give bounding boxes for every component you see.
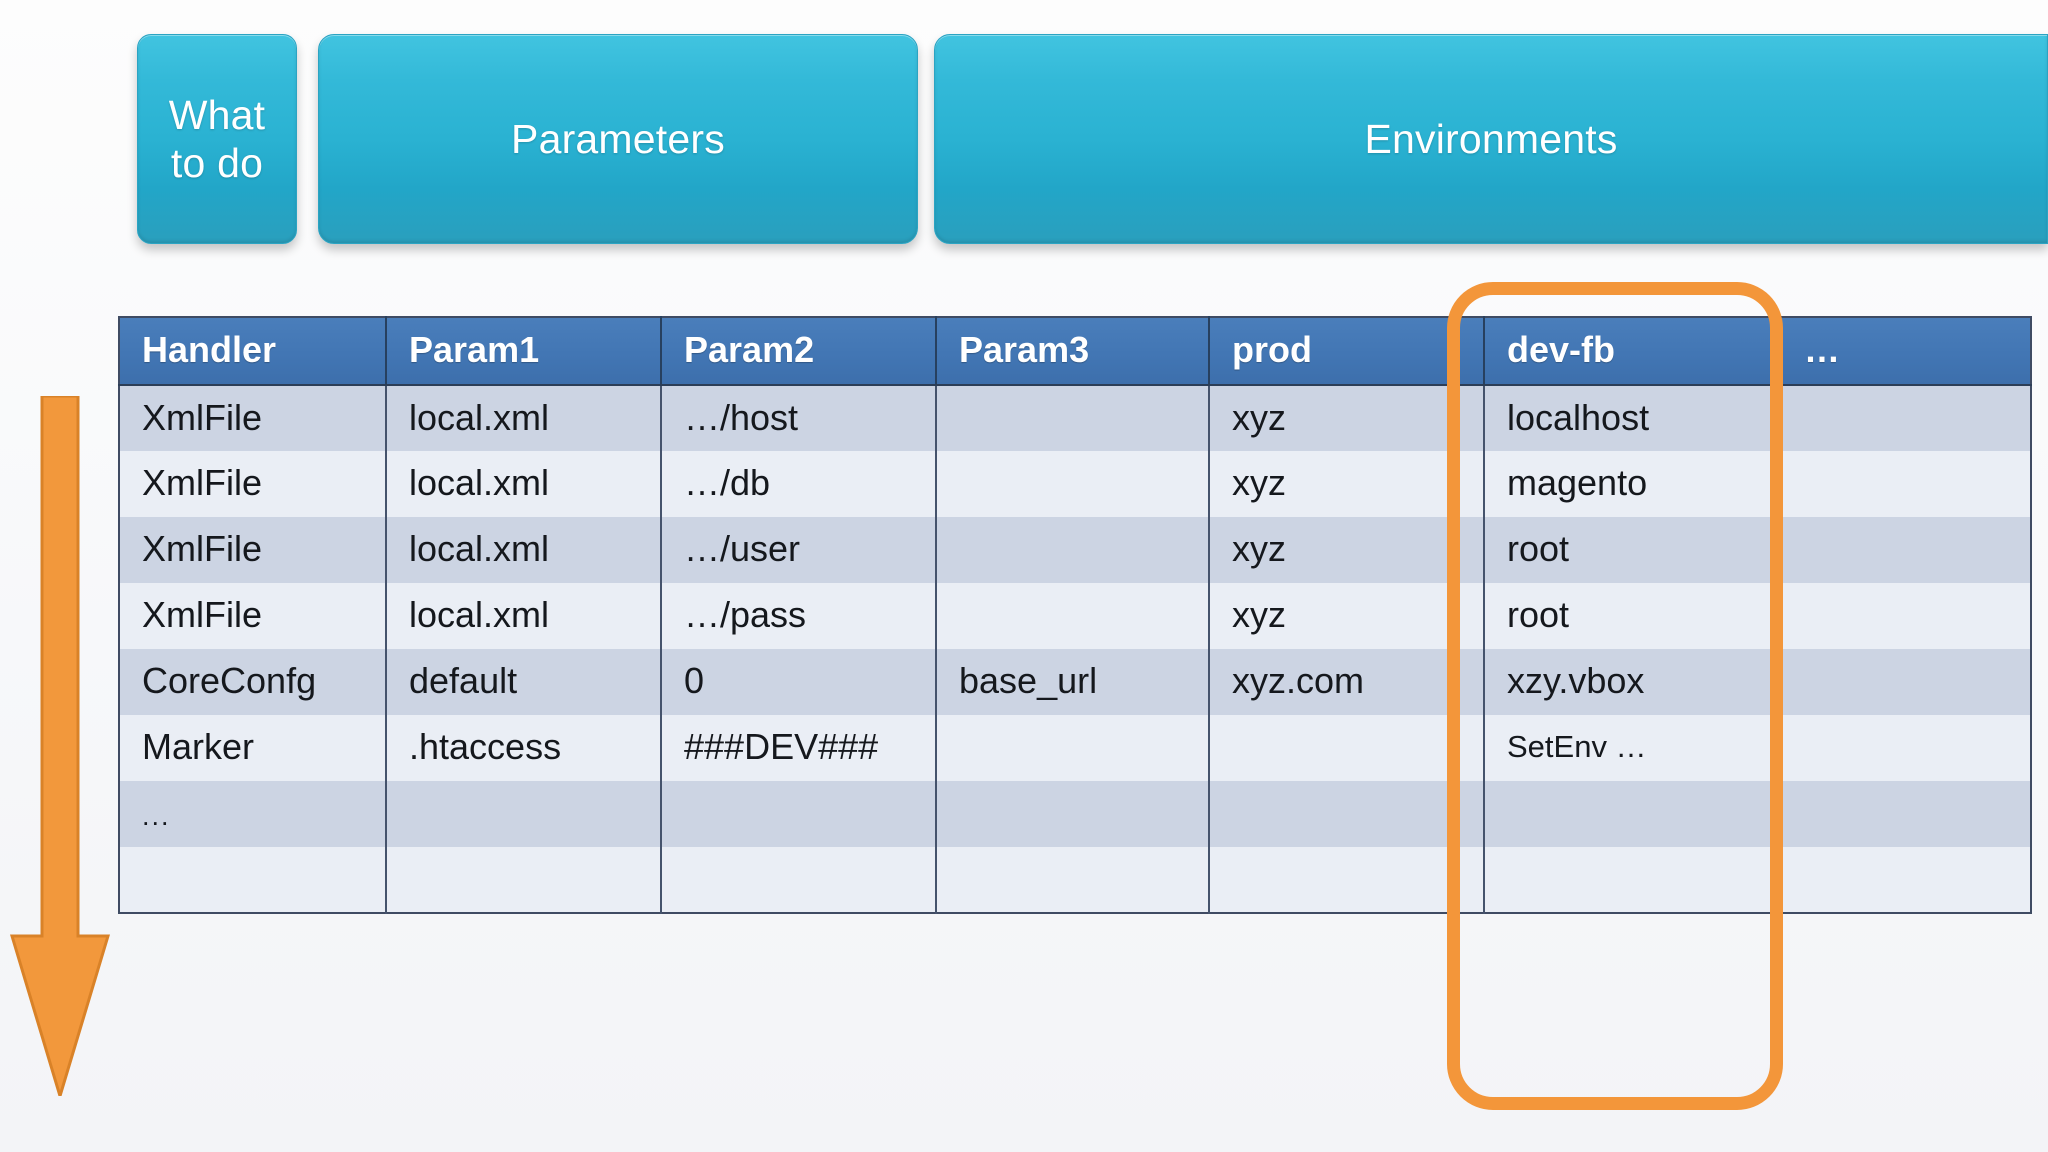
cell-param1[interactable]: .htaccess	[386, 715, 662, 781]
ribbon-button-environments-label: Environments	[1364, 115, 1618, 162]
ribbon-button-what-to-do-line2: to do	[170, 140, 264, 186]
cell-param1[interactable]: default	[386, 649, 662, 715]
cell-more[interactable]	[1781, 385, 2031, 451]
cell-more[interactable]	[1781, 517, 2031, 583]
cell-param2[interactable]: …/db	[661, 451, 937, 517]
column-header-param1[interactable]: Param1	[386, 317, 662, 386]
cell-param1[interactable]: local.xml	[386, 385, 662, 451]
cell-param2[interactable]: 0	[661, 649, 937, 715]
cell-param1[interactable]: local.xml	[386, 583, 662, 649]
column-header-handler[interactable]: Handler	[119, 317, 387, 386]
cell-dev-fb[interactable]: magento	[1484, 451, 1782, 517]
cell-param3[interactable]	[936, 781, 1210, 847]
cell-param3[interactable]	[936, 385, 1210, 451]
cell-prod[interactable]: xyz	[1209, 385, 1485, 451]
cell-param2[interactable]: ###DEV###	[661, 715, 937, 781]
ribbon-button-what-to-do-line1: What	[168, 91, 266, 138]
cell-param2[interactable]	[661, 781, 937, 847]
column-header-dev-fb[interactable]: dev-fb	[1484, 317, 1782, 386]
cell-param3[interactable]	[936, 517, 1210, 583]
cell-more[interactable]	[1781, 649, 2031, 715]
cell-dev-fb[interactable]: SetEnv …	[1484, 715, 1782, 781]
ribbon-button-parameters[interactable]: Parameters	[318, 34, 918, 244]
cell-param3[interactable]	[936, 583, 1210, 649]
ribbon-bar: What to do Parameters Environments	[0, 0, 2048, 260]
column-header-param3[interactable]: Param3	[936, 317, 1210, 386]
cell-prod[interactable]: xyz	[1209, 583, 1485, 649]
cell-prod[interactable]	[1209, 781, 1485, 847]
cell-param3[interactable]	[936, 451, 1210, 517]
cell-param2[interactable]: …/pass	[661, 583, 937, 649]
cell-more[interactable]	[1781, 715, 2031, 781]
cell-param2[interactable]: …/user	[661, 517, 937, 583]
cell-param1[interactable]	[386, 847, 662, 913]
cell-dev-fb[interactable]	[1484, 781, 1782, 847]
ribbon-button-parameters-label: Parameters	[511, 115, 725, 162]
cell-dev-fb[interactable]: xzy.vbox	[1484, 649, 1782, 715]
cell-prod[interactable]: xyz	[1209, 517, 1485, 583]
ribbon-button-what-to-do[interactable]: What to do	[137, 34, 297, 244]
cell-param1[interactable]: local.xml	[386, 517, 662, 583]
cell-param2[interactable]	[661, 847, 937, 913]
cell-handler[interactable]: XmlFile	[119, 385, 387, 451]
table-header-row: Handler Param1 Param2 Param3 prod dev-fb…	[119, 317, 2031, 386]
cell-handler[interactable]: CoreConfg	[119, 649, 387, 715]
ribbon-button-environments[interactable]: Environments	[934, 34, 2048, 244]
cell-param1[interactable]	[386, 781, 662, 847]
parameters-table: Handler Param1 Param2 Param3 prod dev-fb…	[118, 316, 2032, 914]
cell-param3[interactable]: base_url	[936, 649, 1210, 715]
column-header-param2[interactable]: Param2	[661, 317, 937, 386]
cell-dev-fb[interactable]	[1484, 847, 1782, 913]
cell-handler[interactable]: XmlFile	[119, 517, 387, 583]
down-arrow-icon	[10, 396, 110, 1096]
table-row: Marker.htaccess###DEV### SetEnv …	[119, 715, 2031, 781]
table-row	[119, 847, 2031, 913]
cell-handler[interactable]: ...	[119, 781, 387, 847]
cell-param3[interactable]	[936, 847, 1210, 913]
cell-prod[interactable]: xyz	[1209, 451, 1485, 517]
cell-prod[interactable]	[1209, 715, 1485, 781]
cell-more[interactable]	[1781, 451, 2031, 517]
cell-param1[interactable]: local.xml	[386, 451, 662, 517]
column-header-more[interactable]: …	[1781, 317, 2031, 386]
cell-more[interactable]	[1781, 583, 2031, 649]
cell-more[interactable]	[1781, 847, 2031, 913]
cell-dev-fb[interactable]: localhost	[1484, 385, 1782, 451]
cell-dev-fb[interactable]: root	[1484, 517, 1782, 583]
cell-handler[interactable]: XmlFile	[119, 583, 387, 649]
cell-handler[interactable]: Marker	[119, 715, 387, 781]
cell-handler[interactable]	[119, 847, 387, 913]
cell-param2[interactable]: …/host	[661, 385, 937, 451]
cell-dev-fb[interactable]: root	[1484, 583, 1782, 649]
table-row: ...	[119, 781, 2031, 847]
cell-handler[interactable]: XmlFile	[119, 451, 387, 517]
column-header-prod[interactable]: prod	[1209, 317, 1485, 386]
cell-param3[interactable]	[936, 715, 1210, 781]
ellipsis-marker: ...	[142, 801, 171, 831]
cell-more[interactable]	[1781, 781, 2031, 847]
cell-prod[interactable]	[1209, 847, 1485, 913]
cell-prod[interactable]: xyz.com	[1209, 649, 1485, 715]
